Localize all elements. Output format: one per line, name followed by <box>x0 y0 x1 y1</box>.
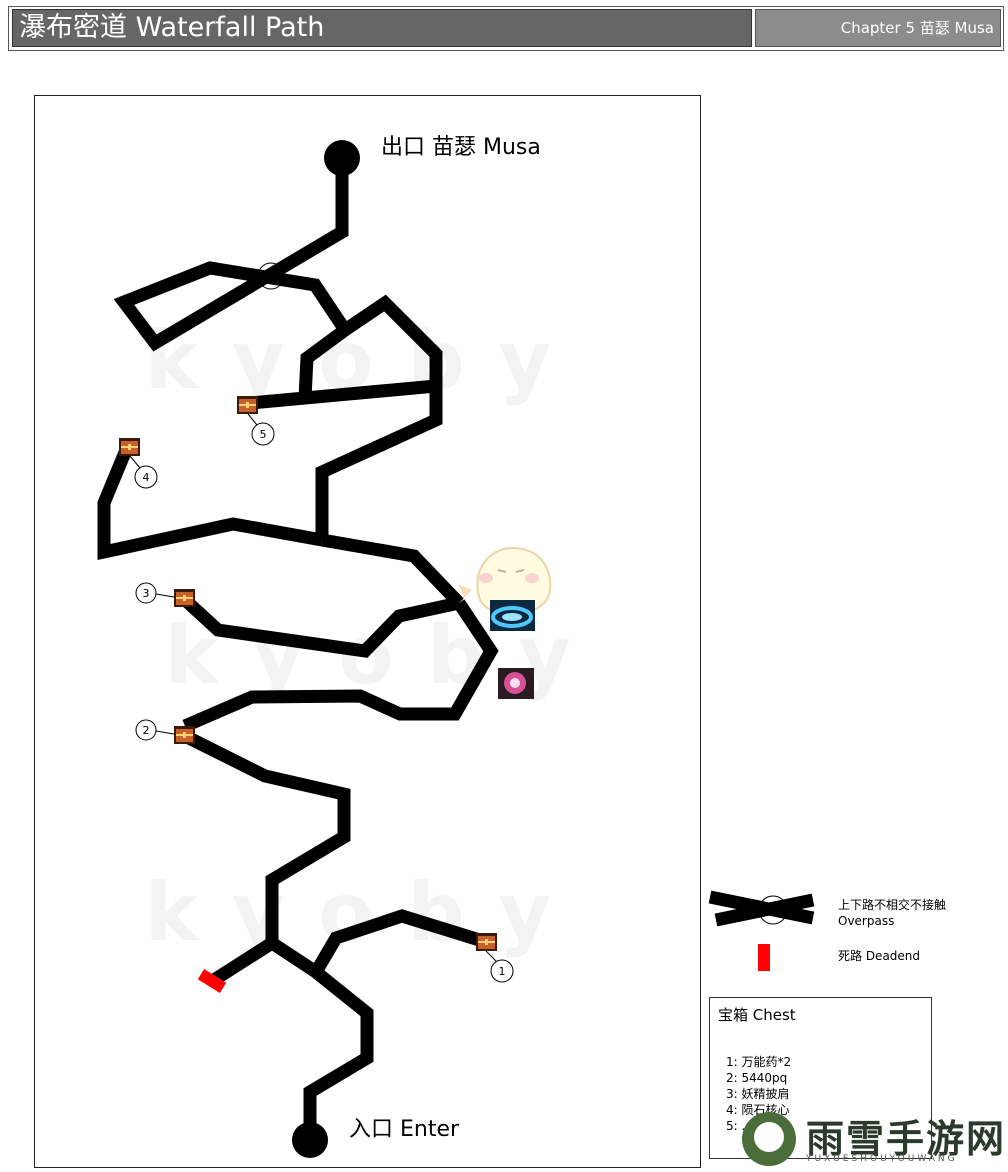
legend-deadend: 死路 Deadend <box>838 948 920 963</box>
site-logo: 雨雪手游网 YUXUESHOUYOUWANG <box>742 1108 1004 1168</box>
treasure-chest-icon <box>174 589 195 607</box>
treasure-chest-icon <box>476 933 497 951</box>
map-path <box>97 158 499 1140</box>
chest-item: 3: 妖精披肩 <box>726 1087 790 1101</box>
svg-text:4: 4 <box>143 471 150 484</box>
svg-text:2: 2 <box>143 724 150 737</box>
site-logo-name: 雨雪手游网 <box>806 1117 1007 1161</box>
chest-marker-4: 4 <box>129 455 158 489</box>
chest-item: 1: 万能药*2 <box>726 1055 792 1069</box>
svg-text:5: 5 <box>260 428 267 441</box>
chest-panel: 宝箱 Chest 1: 万能药*2 2: 5440pq 3: 妖精披肩 4: 陨… <box>709 997 932 1159</box>
enter-label: 入口 Enter <box>349 1117 460 1142</box>
site-logo-pinyin: YUXUESHOUYOUWANG <box>806 1154 958 1164</box>
chest-marker-2: 2 <box>135 719 175 741</box>
legend-overpass-cn: 上下路不相交不接触 <box>838 897 946 912</box>
legend-deadend-icon <box>758 944 770 971</box>
overpass-marker <box>257 262 285 290</box>
svg-text:3: 3 <box>143 587 150 600</box>
entry-node <box>292 1122 328 1158</box>
chest-panel-title: 宝箱 Chest <box>718 1006 796 1024</box>
treasure-chest-icon <box>237 396 258 414</box>
page-title: 瀑布密道 Waterfall Path <box>12 9 752 47</box>
treasure-chest-icon <box>174 726 195 744</box>
chapter-label: Chapter 5 苗瑟 Musa <box>755 9 1001 47</box>
treasure-chest-icon <box>119 438 140 456</box>
chest-marker-3: 3 <box>135 582 175 604</box>
deadend-marker <box>197 969 227 993</box>
legend-overpass-en: Overpass <box>838 914 894 928</box>
chest-item: 2: 5440pq <box>726 1071 788 1085</box>
chest-marker-5: 5 <box>247 413 275 446</box>
exit-node <box>324 140 360 176</box>
site-logo-icon <box>742 1112 796 1166</box>
watermark: kyoby <box>145 866 585 959</box>
legend-overpass-icon <box>708 890 815 927</box>
map-frame <box>34 95 701 1168</box>
exit-label: 出口 苗瑟 Musa <box>381 135 541 160</box>
chest-marker-1: 1 <box>485 950 514 983</box>
svg-text:1: 1 <box>499 965 506 978</box>
blue-portal-icon <box>490 600 535 631</box>
pink-glow-orb-icon <box>498 668 534 699</box>
